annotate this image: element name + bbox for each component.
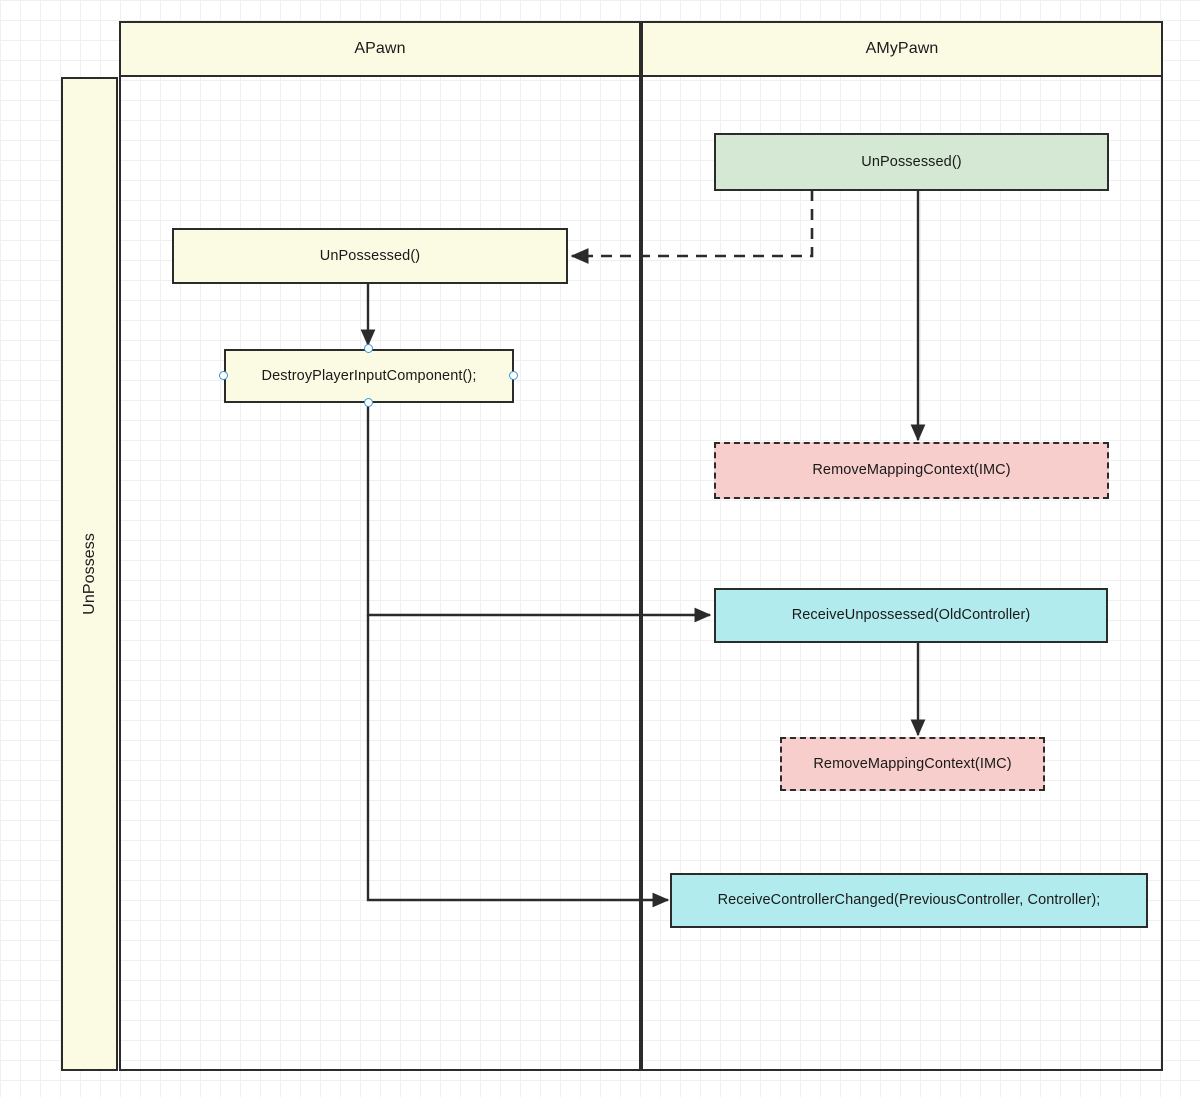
- pool-label-text: UnPossess: [80, 533, 98, 615]
- node-mypawn-unpossessed[interactable]: UnPossessed(): [714, 133, 1109, 191]
- node-remove-mapping-context-1[interactable]: RemoveMappingContext(IMC): [714, 442, 1109, 499]
- node-label: UnPossessed(): [861, 153, 962, 170]
- lane-header-amypawn[interactable]: AMyPawn: [641, 21, 1163, 77]
- lane-header-apawn[interactable]: APawn: [119, 21, 641, 77]
- node-label: UnPossessed(): [319, 247, 421, 264]
- connection-point-top[interactable]: [364, 344, 373, 353]
- lane-title-apawn: APawn: [354, 40, 406, 57]
- connection-point-left[interactable]: [219, 371, 228, 380]
- lane-body-apawn: [119, 77, 641, 1071]
- pool-label-unpossess[interactable]: UnPossess: [61, 77, 118, 1071]
- node-apawn-unpossessed[interactable]: UnPossessed(): [172, 228, 568, 284]
- node-label: RemoveMappingContext(IMC): [812, 462, 1011, 479]
- node-label: ReceiveControllerChanged(PreviousControl…: [717, 892, 1101, 909]
- node-label: DestroyPlayerInputComponent();: [261, 367, 477, 384]
- node-receive-unpossessed[interactable]: ReceiveUnpossessed(OldController): [714, 588, 1108, 643]
- node-remove-mapping-context-2[interactable]: RemoveMappingContext(IMC): [780, 737, 1045, 791]
- connection-point-bottom[interactable]: [364, 398, 373, 407]
- lane-title-amypawn: AMyPawn: [865, 40, 939, 57]
- node-label: ReceiveUnpossessed(OldController): [791, 607, 1031, 624]
- node-destroy-player-input-component[interactable]: DestroyPlayerInputComponent();: [224, 349, 514, 403]
- node-label: RemoveMappingContext(IMC): [813, 755, 1012, 772]
- connection-point-right[interactable]: [509, 371, 518, 380]
- node-receive-controller-changed[interactable]: ReceiveControllerChanged(PreviousControl…: [670, 873, 1148, 928]
